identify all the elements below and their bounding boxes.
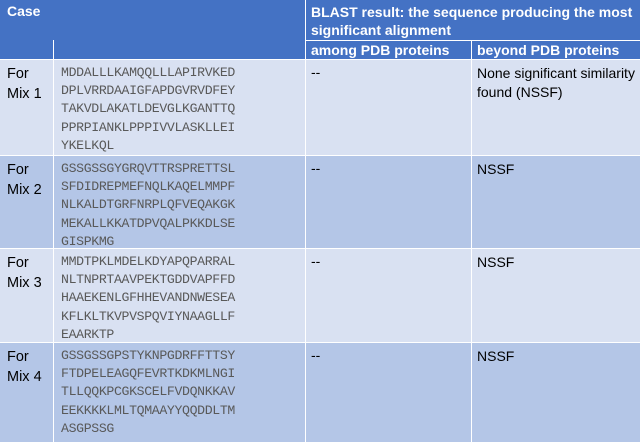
column-divider	[471, 40, 472, 442]
row-divider	[0, 248, 640, 249]
case-cell: For Mix 2	[7, 162, 42, 198]
header-subdivider	[305, 40, 640, 41]
among-pdb-cell: --	[311, 64, 321, 80]
sequence-cell: MMDTPKLMDELKDYAPQPARRAL NLTNPRTAAVPEKTGD…	[61, 254, 235, 342]
column-divider	[53, 40, 54, 442]
case-cell: For Mix 1	[7, 66, 42, 102]
table-row: For Mix 3 MMDTPKLMDELKDYAPQPARRAL NLTNPR…	[0, 248, 640, 342]
row-divider	[0, 155, 640, 156]
header-blast-result: BLAST result: the sequence producing the…	[311, 4, 633, 38]
table-row: For Mix 4 GSSGSSGPSTYKNPGDRFFTTSY FTDPEL…	[0, 342, 640, 442]
beyond-pdb-cell: None significant similarity found (NSSF)	[477, 65, 635, 100]
case-cell: For Mix 4	[7, 349, 42, 385]
header-among-pdb: among PDB proteins	[311, 42, 450, 58]
table-header: Case BLAST result: the sequence producin…	[0, 0, 640, 59]
among-pdb-cell: --	[311, 160, 321, 176]
sequence-cell: GSSGSSGPSTYKNPGDRFFTTSY FTDPELEAGQFEVRTK…	[61, 348, 235, 436]
case-cell: For Mix 3	[7, 255, 42, 291]
row-divider	[0, 342, 640, 343]
row-divider	[0, 59, 640, 60]
header-beyond-pdb: beyond PDB proteins	[477, 42, 620, 58]
header-case: Case	[7, 3, 41, 19]
among-pdb-cell: --	[311, 347, 321, 363]
column-divider	[305, 0, 306, 442]
beyond-pdb-cell: NSSF	[477, 161, 515, 177]
table-row: For Mix 1 MDDALLLKAMQQLLLAPIRVKED DPLVRR…	[0, 59, 640, 155]
sequence-cell: MDDALLLKAMQQLLLAPIRVKED DPLVRRDAAIGFAPDG…	[61, 65, 235, 153]
among-pdb-cell: --	[311, 253, 321, 269]
table-row: For Mix 2 GSSGSSGYGRQVTTRSPRETTSL SFDIDR…	[0, 155, 640, 249]
sequence-cell: GSSGSSGYGRQVTTRSPRETTSL SFDIDREPMEFNQLKA…	[61, 161, 235, 249]
beyond-pdb-cell: NSSF	[477, 348, 515, 364]
beyond-pdb-cell: NSSF	[477, 254, 515, 270]
